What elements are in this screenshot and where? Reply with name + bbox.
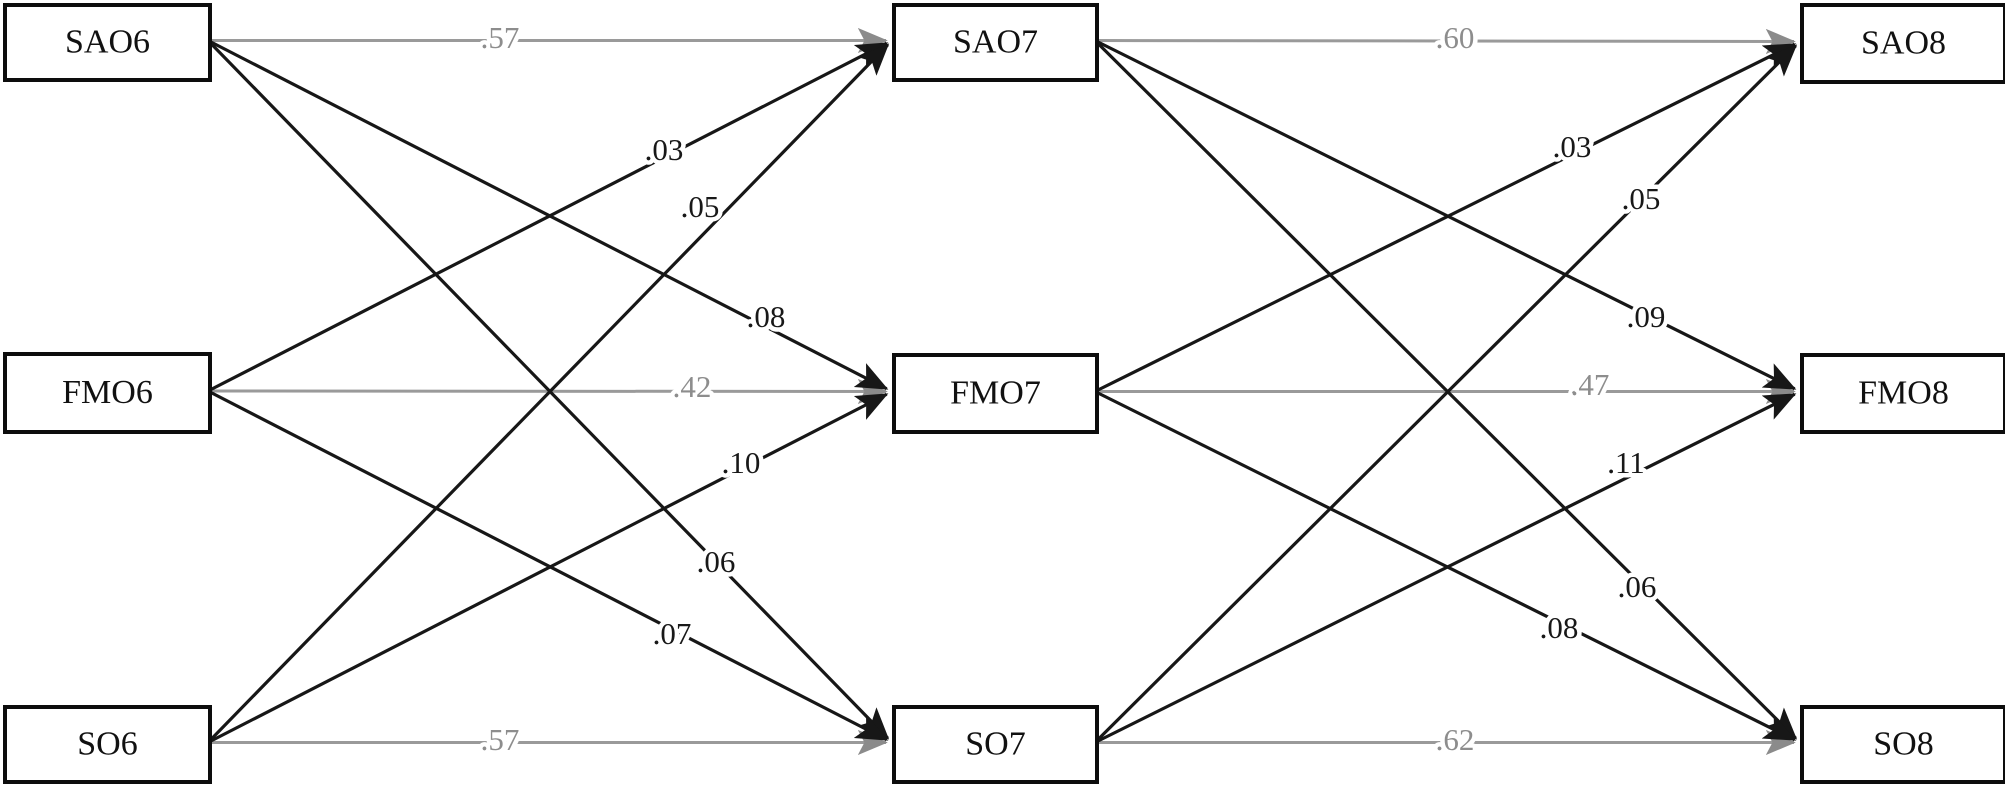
node-sao8[interactable]: SAO8 [1800, 3, 2005, 84]
edge-so6-to-fmo7 [207, 392, 889, 744]
edge-sao7-to-sao8 [1094, 28, 1796, 55]
coef-label-sao7-sao8: .60 [1436, 20, 1475, 55]
edge-layer [206, 27, 1798, 756]
coef-halo: .06 [697, 544, 736, 579]
node-label-fmo6: FMO6 [62, 374, 153, 411]
coef-label-so6-so7: .57 [481, 722, 520, 757]
coef-label-fmo7-fmo8: .47 [1571, 367, 1610, 402]
node-fmo7[interactable]: FMO7 [892, 353, 1099, 434]
node-label-sao7: SAO7 [953, 23, 1038, 60]
coef-label-sao6-so7: .06 [697, 544, 736, 579]
node-box-so8[interactable] [1800, 705, 2005, 784]
coef-label-sao7-fmo8: .09 [1627, 299, 1666, 334]
node-label-so8: SO8 [1873, 725, 1933, 762]
node-box-sao6[interactable] [3, 3, 212, 82]
node-box-so7[interactable] [892, 705, 1099, 784]
coef-halo: .11 [1607, 445, 1645, 480]
coef-layer: .57.57.42.42.57.57.60.60.47.47.62.62.03.… [476, 16, 1670, 762]
node-box-fmo8[interactable] [1800, 353, 2005, 434]
node-fmo6[interactable]: FMO6 [3, 352, 212, 434]
coef-label-sao7-so8: .06 [1618, 569, 1657, 604]
coef-label-sao6-fmo7: .08 [747, 299, 786, 334]
edge-fmo6-to-so7 [207, 389, 889, 742]
edge-fmo7-to-sao8 [1094, 42, 1797, 393]
node-fmo8[interactable]: FMO8 [1800, 353, 2005, 434]
edge-sao6-to-so7 [206, 39, 890, 740]
edge-so7-to-sao8 [1093, 44, 1798, 744]
node-box-fmo7[interactable] [892, 353, 1099, 434]
coef-label-so7-sao8: .05 [1622, 181, 1661, 216]
coef-halo: .03 [1553, 129, 1592, 164]
coef-halo: .05 [681, 189, 720, 224]
edge-fmo7-to-so8 [1094, 390, 1797, 742]
node-label-so7: SO7 [965, 725, 1025, 762]
edge-so6-to-sao7 [206, 43, 890, 744]
coef-label-so6-fmo7: .10 [722, 445, 761, 480]
coef-label-fmo6-fmo7: .42 [673, 369, 712, 404]
coef-halo: .57 [481, 722, 520, 757]
node-box-so6[interactable] [3, 705, 212, 784]
node-box-sao8[interactable] [1800, 3, 2005, 84]
node-sao7[interactable]: SAO7 [892, 3, 1099, 82]
node-box-sao7[interactable] [892, 3, 1099, 82]
coef-halo: .10 [722, 445, 761, 480]
coef-label-so6-sao7: .05 [681, 189, 720, 224]
node-label-sao8: SAO8 [1861, 24, 1946, 61]
coef-label-fmo6-sao7: .03 [645, 132, 684, 167]
coef-halo: .08 [747, 299, 786, 334]
node-label-fmo8: FMO8 [1858, 374, 1949, 411]
node-label-so6: SO6 [77, 725, 137, 762]
coef-label-fmo6-so7: .07 [653, 616, 692, 651]
edge-sao7-to-so8 [1093, 39, 1798, 740]
coef-halo: .62 [1436, 722, 1475, 757]
coef-halo: .07 [653, 616, 692, 651]
coef-halo: .03 [645, 132, 684, 167]
coef-halo: .47 [1571, 367, 1610, 402]
coef-halo: .60 [1436, 20, 1475, 55]
node-so6[interactable]: SO6 [3, 705, 212, 784]
coef-halo: .06 [1618, 569, 1657, 604]
coef-halo: .05 [1622, 181, 1661, 216]
coef-label-fmo7-sao8: .03 [1553, 129, 1592, 164]
node-so7[interactable]: SO7 [892, 705, 1099, 784]
node-label-sao6: SAO6 [65, 23, 150, 60]
edge-fmo6-to-sao7 [207, 41, 889, 393]
coef-halo: .09 [1627, 299, 1666, 334]
node-label-fmo7: FMO7 [950, 374, 1041, 411]
node-sao6[interactable]: SAO6 [3, 3, 212, 82]
coef-label-so7-fmo8: .11 [1607, 445, 1645, 480]
node-so8[interactable]: SO8 [1800, 705, 2005, 784]
coef-halo: .42 [673, 369, 712, 404]
edge-so7-to-fmo8 [1094, 392, 1797, 744]
coef-label-sao6-sao7: .57 [481, 20, 520, 55]
coef-label-so7-so8: .62 [1436, 722, 1475, 757]
coef-halo: .08 [1540, 610, 1579, 645]
edge-sao7-to-fmo8 [1094, 39, 1797, 391]
edge-sao6-to-fmo7 [207, 39, 889, 391]
node-box-fmo6[interactable] [3, 352, 212, 434]
coef-halo: .57 [481, 20, 520, 55]
coef-label-fmo7-so8: .08 [1540, 610, 1579, 645]
